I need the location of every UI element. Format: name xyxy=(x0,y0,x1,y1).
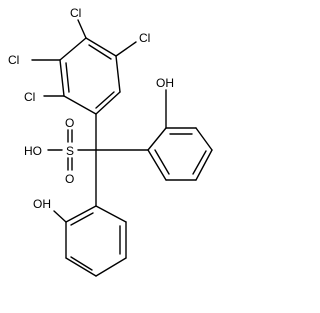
ring3-double-2 xyxy=(70,256,93,271)
label-cl-lower: Cl xyxy=(24,90,35,104)
bond-cl-top xyxy=(77,19,87,39)
ring1-bond-1 xyxy=(85,37,117,57)
ring1-bond-5 xyxy=(59,59,65,97)
ring1-bond-4 xyxy=(63,95,97,115)
ring3-bond-6 xyxy=(65,205,97,223)
ring3-bond-4 xyxy=(65,257,97,277)
label-ho-sulfo: HO xyxy=(24,144,42,158)
ring1-double-1 xyxy=(88,44,112,60)
label-oh-right: OH xyxy=(156,76,174,90)
ring2-double-3 xyxy=(154,149,170,175)
label-s: S xyxy=(66,144,74,158)
hydroxyphenyl-ring-right xyxy=(147,127,213,181)
bond-cl-right xyxy=(115,41,137,57)
molecule-canvas: Cl Cl Cl Cl OH HO S O O OH xyxy=(8,6,213,277)
ring1-bond-3 xyxy=(95,91,121,115)
label-cl-top: Cl xyxy=(70,6,81,20)
label-cl-right: Cl xyxy=(139,31,150,45)
ring3-bond-3 xyxy=(95,257,127,277)
bond-oh-lower xyxy=(53,210,67,223)
label-cl-left: Cl xyxy=(8,53,19,67)
ring2-bond-6 xyxy=(147,149,167,181)
ring1-double-2 xyxy=(95,91,115,109)
structure-drawing: Cl Cl Cl Cl OH HO S O O OH xyxy=(8,6,213,277)
ring3-bond-1 xyxy=(95,205,127,223)
ring1-bond-2 xyxy=(115,55,121,93)
ring2-bond-4 xyxy=(195,149,213,181)
ring2-bond-3 xyxy=(195,127,213,151)
ring1-bond-6 xyxy=(59,37,87,61)
ring2-bond-1 xyxy=(147,127,167,151)
ring1-double-3 xyxy=(65,62,70,93)
label-oh-lower: OH xyxy=(33,197,51,211)
label-o-down: O xyxy=(65,172,74,186)
ring3-double-3 xyxy=(70,212,94,226)
ring2-double-2 xyxy=(192,150,207,175)
label-o-up: O xyxy=(65,116,74,130)
tetrachlorophenyl-ring xyxy=(59,37,121,115)
hydroxyphenyl-ring-lower xyxy=(65,205,127,277)
